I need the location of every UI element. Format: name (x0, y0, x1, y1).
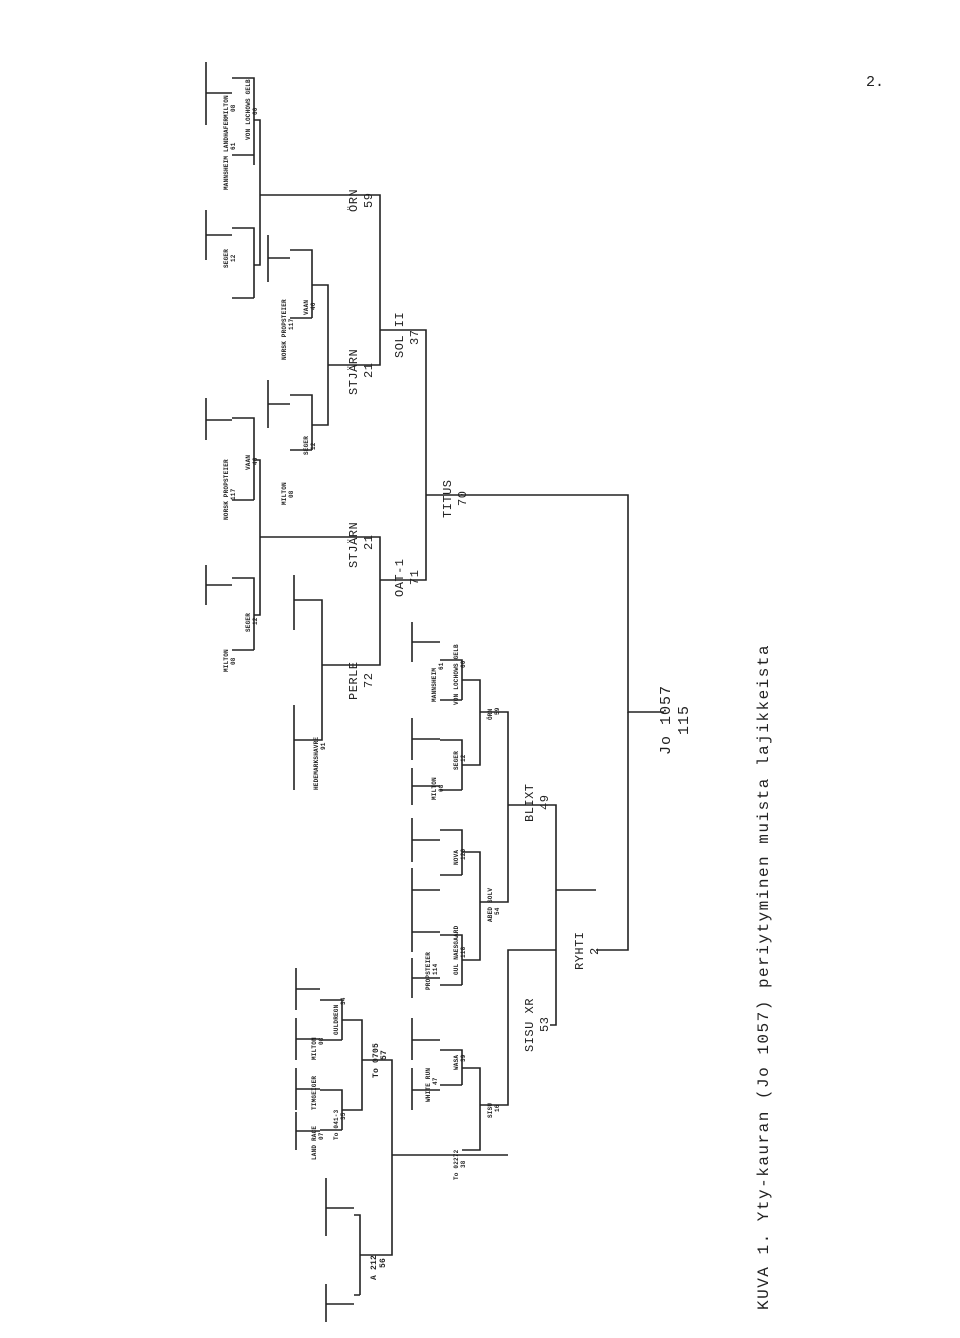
node-milton-e: MILTON (311, 1037, 318, 1060)
node-nova-code: 120 (460, 848, 467, 860)
node-milton-d-code: 08 (438, 784, 445, 792)
node-orn-b: ÖRN (487, 708, 494, 720)
node-vaan-a-code: 46 (252, 457, 259, 465)
node-seger-b: SEGER (303, 436, 310, 455)
node-white: WHITE RUN (425, 1068, 432, 1102)
node-orn-b-code: 59 (494, 707, 501, 715)
node-seger-c: SEGER (245, 613, 252, 632)
node-sisuxr: SISU XR (523, 998, 537, 1052)
node-norsk-b-code: 117 (288, 318, 295, 330)
node-to0705-code: 57 (380, 1050, 389, 1060)
node-milton-a: MILTON (223, 95, 230, 118)
bottom-parent-labels: BLIXT 49 SISU XR 53 RYHTI 2 (523, 783, 602, 1052)
node-milton-c-code: 08 (230, 657, 237, 665)
node-vonlochow-b: VON LOCHOWS GELB (453, 644, 460, 705)
node-guldregn: GULDREGN (333, 1004, 340, 1035)
node-root: Jo 1057 (658, 685, 675, 755)
node-vaan-a: VAAN (245, 455, 252, 470)
node-seger-c-code: 12 (252, 617, 259, 625)
node-vonlochow-a: VON LOCHOWS GELB (245, 79, 252, 140)
node-mannsheim-a: MANNSHEIM LANDHAFER (223, 118, 230, 190)
root-node: Jo 1057 115 (658, 685, 693, 755)
node-milton-c: MILTON (223, 649, 230, 672)
node-propsteier: PROPSTEIER (425, 952, 432, 990)
node-stjarn-a: STJÄRN (347, 349, 361, 395)
node-to0705: To 0705 (372, 1043, 381, 1078)
node-seger-a-code: 12 (230, 254, 237, 262)
node-wasa: WASA (453, 1055, 460, 1070)
node-orn-code: 59 (362, 193, 376, 208)
node-sol-code: 37 (408, 330, 422, 345)
node-seger-b-code: 12 (310, 442, 317, 450)
node-norsk-b: NORSK PROPSTEIER (281, 299, 288, 360)
node-hedemark: HEDEMARKSHAVRE (313, 737, 320, 790)
node-to02272-code: 38 (460, 1160, 467, 1168)
node-mannsheim-b: MANNSHEIM (431, 668, 438, 702)
top-parent-labels: ÖRN 59 STJÄRN 21 STJÄRN 21 PERLE 72 SOL … (347, 189, 470, 700)
node-wasa-code: 39 (460, 1054, 467, 1062)
node-sol: SOL II (393, 312, 407, 358)
node-stjarn-b: STJÄRN (347, 522, 361, 568)
node-milton-e-code: 08 (318, 1037, 325, 1045)
bottom-crossline-labels: To 0705 57 A 212 56 (370, 1043, 389, 1280)
node-mannsheim-b-code: 61 (438, 662, 445, 670)
node-sisuxr-code: 53 (538, 1017, 552, 1032)
node-propsteier-code: 114 (432, 963, 439, 975)
node-to0413-code: 35 (340, 1112, 347, 1120)
node-hedemark-code: 91 (320, 742, 327, 750)
node-oat: OAT-1 (393, 558, 407, 597)
node-stjarn-b-code: 21 (362, 535, 376, 550)
node-blixt-code: 49 (538, 795, 552, 810)
node-to0413: To 041-3 (333, 1109, 340, 1140)
node-titus-code: 70 (456, 491, 470, 506)
node-timgeiger: TIMGEIGER (311, 1076, 318, 1110)
node-milton-d: MILTON (431, 777, 438, 800)
node-titus: TITUS (441, 479, 455, 518)
node-seger-d: SEGER (453, 751, 460, 770)
page-number: 2. (866, 74, 884, 91)
node-landrace-code: 07 (318, 1132, 325, 1140)
node-landrace: LAND RACE (311, 1126, 318, 1160)
node-a212: A 212 (370, 1255, 379, 1280)
node-seger-d-code: 12 (460, 754, 467, 762)
node-ryhti: RYHTI (573, 931, 587, 970)
node-vaan-b-code: 46 (310, 302, 317, 310)
node-a212-code: 56 (379, 1258, 388, 1268)
node-norsk-a-code: 117 (230, 488, 237, 500)
node-nova: NOVA (453, 850, 460, 865)
node-blixt: BLIXT (523, 783, 537, 822)
node-seger-a: SEGER (223, 249, 230, 268)
node-white-code: 47 (432, 1077, 439, 1085)
node-abed: ABED SOLV (487, 888, 494, 922)
node-mannsheim-a-code: 61 (230, 142, 237, 150)
node-vaan-b: VAAN (303, 300, 310, 315)
node-oat-code: 71 (408, 570, 422, 585)
node-milton-a-code: 08 (230, 104, 237, 112)
node-to02272: To 02272 (453, 1149, 460, 1180)
top-ancestor-labels: MILTON 08 SEGER 12 NORSK PROPSTEIER 117 … (223, 79, 327, 790)
node-perle-code: 72 (362, 673, 376, 688)
node-gulnaesgaard-code: 118 (460, 946, 467, 958)
node-perle: PERLE (347, 661, 361, 700)
node-vonlochow-a-code: 60 (252, 107, 259, 115)
bottom-ancestor-labels: MANNSHEIM 61 VON LOCHOWS GELB 60 MILTON … (311, 644, 501, 1180)
figure-caption: KUVA 1. Yty-kauran (Jo 1057) periytymine… (755, 644, 773, 1310)
node-gulnaesgaard: GUL NAESGAARD (453, 925, 460, 975)
node-vonlochow-b-code: 60 (460, 660, 467, 668)
node-orn: ÖRN (347, 189, 361, 212)
node-root-code: 115 (676, 705, 693, 735)
node-stjarn-a-code: 21 (362, 363, 376, 378)
node-sisu16-code: 16 (494, 1104, 501, 1112)
node-abed-code: 54 (494, 907, 501, 915)
node-milton-b-code: 08 (288, 490, 295, 498)
node-norsk-a: NORSK PROPSTEIER (223, 459, 230, 520)
node-ryhti-code: 2 (588, 947, 602, 955)
tree-connectors (205, 62, 664, 1322)
node-guldregn-code: 34 (340, 997, 347, 1005)
node-sisu16: SISU (487, 1103, 494, 1118)
node-milton-b: MILTON (281, 482, 288, 505)
